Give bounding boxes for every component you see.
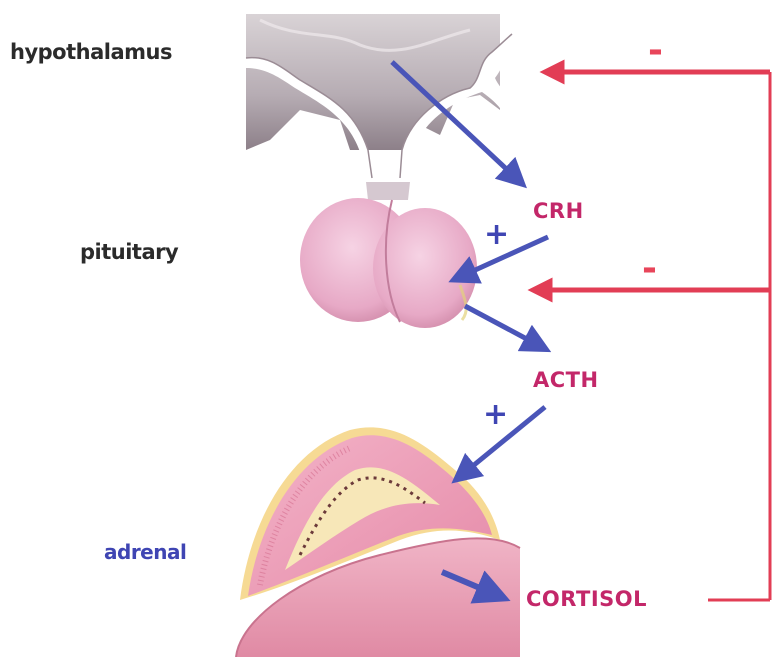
label-pituitary: pituitary <box>80 240 178 264</box>
hormone-cortisol: CORTISOL <box>526 587 647 611</box>
label-adrenal: adrenal <box>104 540 186 564</box>
label-hypothalamus: hypothalamus <box>10 40 172 64</box>
hormone-crh: CRH <box>533 199 584 223</box>
hypothalamus-illustration <box>246 14 520 185</box>
minus-sign-pituitary: - <box>642 254 657 284</box>
pituitary-illustration <box>300 182 477 328</box>
feedback-arrows <box>540 72 770 600</box>
plus-sign-acth: + <box>483 400 508 430</box>
plus-sign-crh: + <box>484 220 509 250</box>
minus-sign-hypothalamus: - <box>648 36 663 66</box>
arrow-pituitary-to-acth <box>465 306 538 345</box>
hormone-acth: ACTH <box>533 368 599 392</box>
